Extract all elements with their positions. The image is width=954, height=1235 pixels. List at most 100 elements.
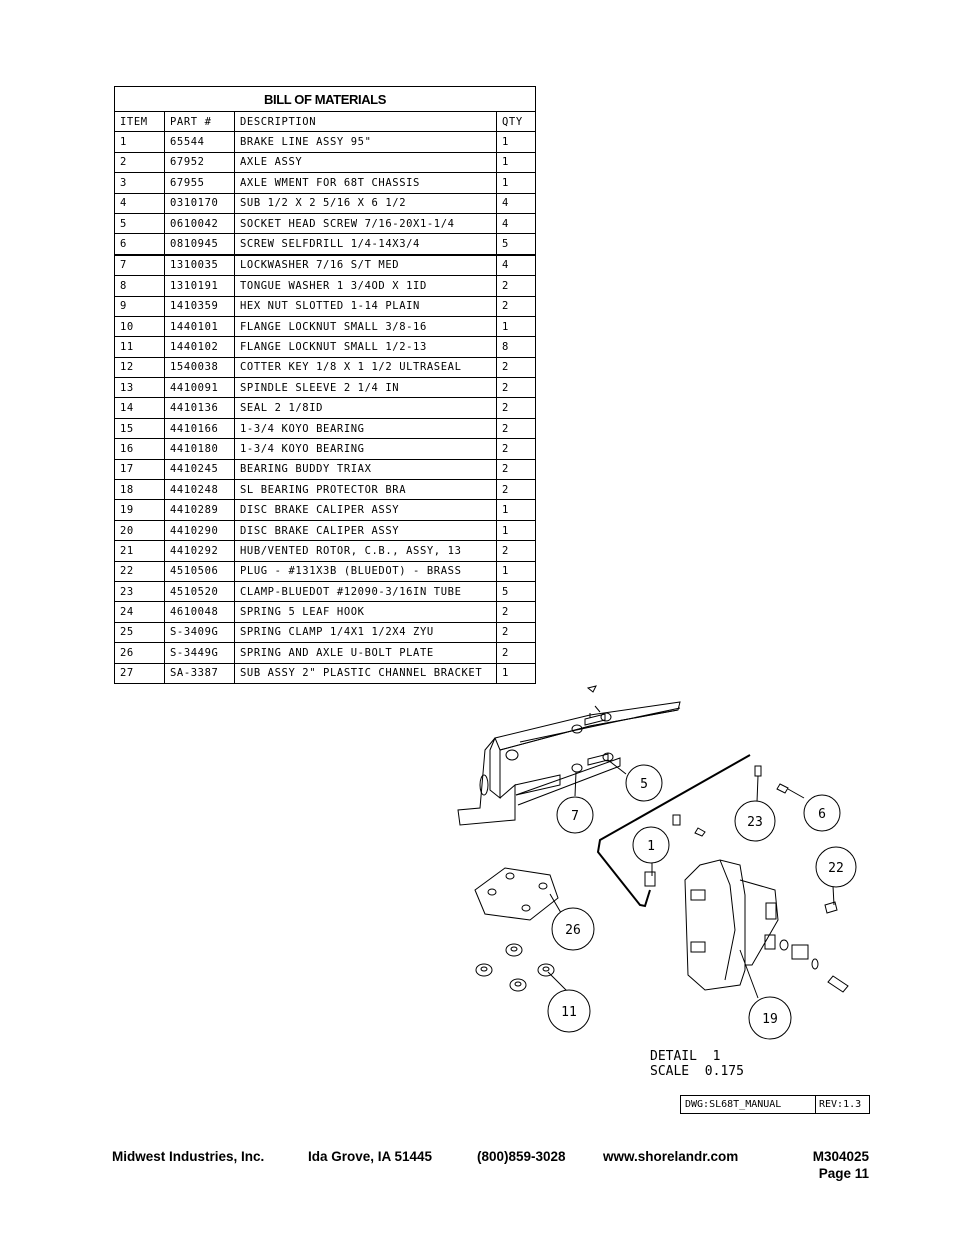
bom-item-cell: 19 — [114, 499, 165, 521]
bom-qty-cell: 2 — [496, 377, 536, 399]
bom-item-cell: 25 — [114, 621, 165, 644]
bom-title-row: BILL OF MATERIALS — [114, 86, 536, 112]
plate-holes — [487, 872, 548, 912]
bom-item-cell: 18 — [114, 479, 165, 501]
bom-description-cell: FLANGE LOCKNUT SMALL 3/8-16 — [234, 315, 497, 338]
bom-qty-cell: 2 — [496, 417, 536, 440]
drawing-title-block: DWG:SL68T_MANUAL REV:1.3 — [680, 1095, 870, 1114]
bom-description-cell: FLANGE LOCKNUT SMALL 1/2-13 — [234, 336, 497, 358]
bom-description-cell: PLUG - #131X3B (BLUEDOT) - BRASS — [234, 560, 497, 582]
bom-item-cell: 22 — [114, 560, 165, 582]
washer-icon-2 — [811, 958, 819, 970]
callout-bubbles: 5 7 1 23 6 22 26 11 19 — [547, 764, 857, 1040]
callout-22: 22 — [828, 861, 844, 876]
bom-qty-cell: 4 — [496, 254, 536, 277]
callout-23: 23 — [747, 815, 763, 830]
bom-part-cell: 4410136 — [164, 397, 235, 419]
bom-part-cell: 1540038 — [164, 356, 235, 379]
callout-5: 5 — [640, 777, 648, 792]
bom-qty-cell: 2 — [496, 479, 536, 501]
bom-qty-cell: 1 — [496, 172, 536, 194]
bom-description-cell: LOCKWASHER 7/16 S/T MED — [234, 254, 497, 277]
u-bolt-plate — [474, 867, 559, 921]
bom-qty-cell: 2 — [496, 540, 536, 562]
bom-description-cell: SUB ASSY 2" PLASTIC CHANNEL BRACKET — [234, 662, 497, 684]
bom-part-cell: 67952 — [164, 151, 235, 174]
bom-item-cell: 2 — [114, 151, 165, 174]
bom-part-cell: 4410289 — [164, 499, 235, 521]
bom-qty-cell: 2 — [496, 295, 536, 317]
bom-qty-cell: 4 — [496, 212, 536, 235]
socket-head-screws — [571, 712, 614, 773]
bom-qty-cell: 2 — [496, 642, 536, 664]
drawing-number: DWG:SL68T_MANUAL — [681, 1096, 816, 1113]
callout-26: 26 — [565, 923, 581, 938]
bom-header-qty: QTY — [496, 110, 536, 133]
bom-description-cell: SL BEARING PROTECTOR BRA — [234, 479, 497, 501]
bom-description-cell: 1-3/4 KOYO BEARING — [234, 417, 497, 440]
bom-qty-cell: 2 — [496, 397, 536, 419]
callout-6: 6 — [818, 807, 826, 822]
bom-qty-cell: 1 — [496, 519, 536, 542]
bom-part-cell: 1310191 — [164, 275, 235, 297]
footer-website: www.shorelandr.com — [603, 1149, 739, 1164]
bom-description-cell: BEARING BUDDY TRIAX — [234, 458, 497, 481]
detail-drawing: 5 7 1 23 6 22 26 11 19 DETAIL 1 SCALE 0.… — [457, 685, 857, 1079]
bom-description-cell: SUB 1/2 X 2 5/16 X 6 1/2 — [234, 192, 497, 214]
bom-item-cell: 27 — [114, 662, 165, 684]
bom-description-cell: AXLE ASSY — [234, 151, 497, 174]
bom-description-cell: SPRING 5 LEAF HOOK — [234, 601, 497, 623]
bom-item-cell: 9 — [114, 295, 165, 317]
bom-part-cell: 4410248 — [164, 479, 235, 501]
bom-item-cell: 8 — [114, 275, 165, 297]
bom-qty-cell: 1 — [496, 662, 536, 684]
bom-item-cell: 7 — [114, 254, 165, 277]
bom-qty-cell: 5 — [496, 233, 536, 256]
bom-qty-cell: 2 — [496, 458, 536, 481]
bom-description-cell: AXLE WMENT FOR 68T CHASSIS — [234, 172, 497, 194]
bom-description-cell: 1-3/4 KOYO BEARING — [234, 438, 497, 460]
bom-qty-cell: 1 — [496, 131, 536, 153]
bom-item-cell: 24 — [114, 601, 165, 623]
brass-plug — [824, 901, 838, 914]
bom-part-cell: 4410245 — [164, 458, 235, 481]
bom-description-cell: SPRING CLAMP 1/4X1 1/2X4 ZYU — [234, 621, 497, 644]
bom-title: BILL OF MATERIALS — [114, 86, 536, 112]
bom-part-cell: 4410292 — [164, 540, 235, 562]
bom-description-cell: SCREW SELFDRILL 1/4-14X3/4 — [234, 233, 497, 256]
bom-qty-cell: 2 — [496, 275, 536, 297]
bom-description-cell: HUB/VENTED ROTOR, C.B., ASSY, 13 — [234, 540, 497, 562]
revision: REV:1.3 — [819, 1099, 862, 1110]
bom-qty-cell: 2 — [496, 438, 536, 460]
bom-item-cell: 12 — [114, 356, 165, 379]
bom-qty-cell: 2 — [496, 601, 536, 623]
bom-part-cell: 4410091 — [164, 377, 235, 399]
bom-header-row: ITEM PART # DESCRIPTION QTY — [114, 110, 536, 133]
bom-part-cell: 4410180 — [164, 438, 235, 460]
bom-qty-cell: 5 — [496, 580, 536, 603]
bom-header-item: ITEM — [114, 110, 165, 133]
bom-part-cell: 67955 — [164, 172, 235, 194]
bom-qty-cell: 1 — [496, 560, 536, 582]
bom-qty-cell: 4 — [496, 192, 536, 214]
bom-item-cell: 11 — [114, 336, 165, 358]
bom-item-cell: 5 — [114, 212, 165, 235]
bom-item-cell: 16 — [114, 438, 165, 460]
bom-part-cell: 0810945 — [164, 233, 235, 256]
bom-qty-cell: 1 — [496, 315, 536, 338]
